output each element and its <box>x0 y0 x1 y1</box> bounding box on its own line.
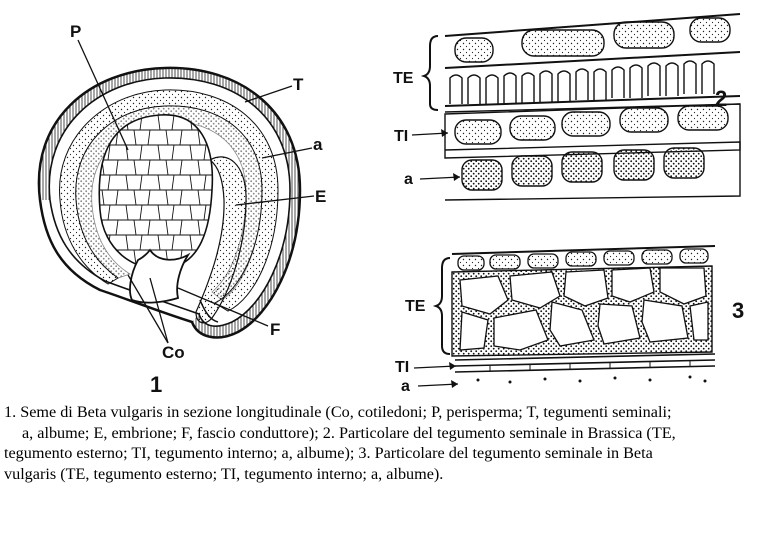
fig2-label-a: a <box>404 171 413 188</box>
fig1-label-co: Co <box>162 343 185 362</box>
fig3-label-a: a <box>401 378 410 395</box>
fig1-seed-section: P T a E F Co 1 <box>37 22 326 395</box>
figure-caption: 1. Seme di Beta vulgaris in sezione long… <box>4 402 774 484</box>
fig3-number: 3 <box>732 298 744 323</box>
fig1-label-f: F <box>270 320 280 339</box>
fig1-number: 1 <box>150 372 162 395</box>
caption-line-3: tegumento esterno; TI, tegumento interno… <box>4 444 653 462</box>
fig1-label-p: P <box>70 22 81 41</box>
fig3-label-te: TE <box>405 298 426 315</box>
fig2-number: 2 <box>715 86 727 111</box>
fig1-label-e: E <box>315 187 326 206</box>
caption-line-4: vulgaris (TE, tegumento esterno; TI, teg… <box>4 464 444 483</box>
fig3-label-ti: TI <box>395 359 409 376</box>
botanical-figure: P T a E F Co 1 <box>37 13 744 395</box>
fig2-label-te: TE <box>393 70 414 87</box>
fig1-label-a: a <box>313 135 323 154</box>
caption-line-2: a, albume; E, embrione; F, fascio condut… <box>22 423 676 442</box>
fig2-brassica-coat: TE TI a 2 <box>393 13 741 201</box>
fig1-cotyledons <box>129 248 191 304</box>
caption-line-1: 1. Seme di Beta vulgaris in sezione long… <box>4 403 672 421</box>
fig2-label-ti: TI <box>394 128 408 145</box>
fig3-beta-coat: TE TI a 3 <box>395 245 744 395</box>
fig1-label-t: T <box>293 75 304 94</box>
